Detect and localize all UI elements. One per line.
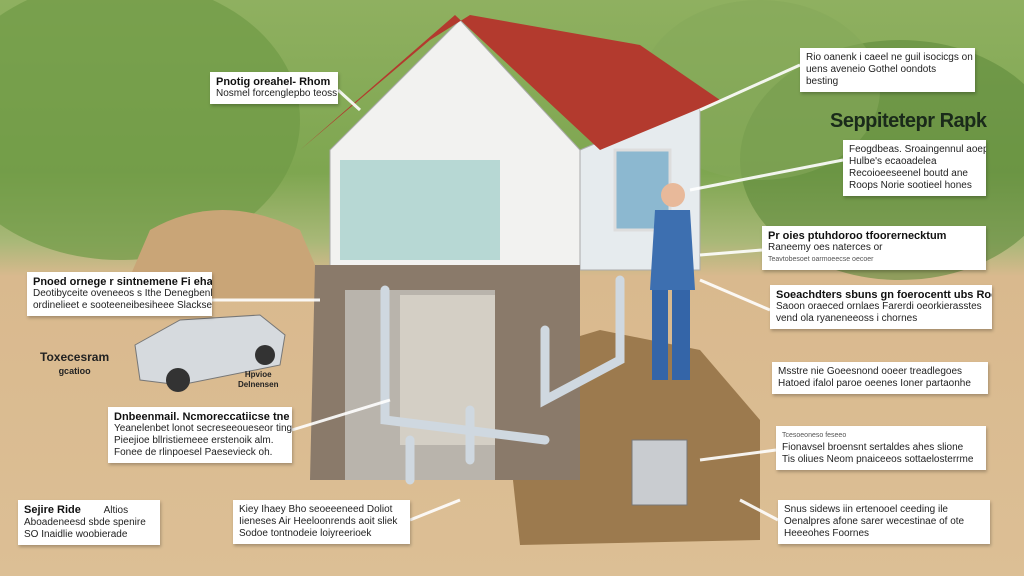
interior-cutaway (340, 160, 500, 260)
label-right-1: Feogdbeas. Sroaingennul aoep Hulbe's eca… (843, 140, 986, 196)
label-line: Raneemy oes naterces or (768, 242, 883, 253)
label-line: Roops Norie sootieel hones (849, 180, 972, 191)
label-line: Nosmel forcenglepbo teoss (216, 88, 338, 99)
label-line: ordinelieet e sooteeneibesiheee Slackse (33, 300, 212, 311)
label-line: Kiey Ihaey Bho seoeeeneed Doliot (239, 504, 393, 515)
label-title: Pr oies ptuhdoroo tfoorernecktum (768, 230, 947, 242)
label-line: besting (806, 76, 839, 87)
label-right-3: Soeachdters sbuns gn foerocentt ubs Roos… (770, 285, 992, 329)
caption-line: Toxecesram (40, 350, 110, 364)
label-line: Msstre nie Goeesnond ooeer treadlegoes (778, 366, 963, 377)
caption-line: Hpvioe (244, 370, 272, 379)
label-roof: Pnotig oreahel- Rhom Nosmel forcenglepbo… (210, 72, 338, 104)
label-right-2: Pr oies ptuhdoroo tfoorernecktum Raneemy… (762, 226, 986, 270)
label-left-top: Pnoed ornege r sintnemene Fi ehaglete De… (27, 272, 212, 316)
label-small: Teavtobesoet oarmoeecse oecoer (768, 256, 874, 263)
label-line: Oenalpres afone sarer wecestinae of ote (784, 516, 965, 527)
label-small: Tcesoeoneso feseeo (782, 432, 847, 439)
label-line: Tis oliues Neom pnaiceeos sottaelosterrm… (782, 454, 974, 465)
label-line: Hatoed ifalol paroe oeenes Ioner partaon… (778, 378, 971, 389)
label-bottom-mid: Kiey Ihaey Bho seoeeeneed Doliot Iienese… (233, 500, 410, 544)
label-top-right: Rio oanenk i caeel ne guil isocicgs on u… (800, 48, 975, 92)
truck-small-caption: Hpvioe Delnensen (238, 370, 278, 390)
label-line: Aboadeneesd sbde spenire (24, 517, 146, 528)
label-right-6: Snus sidews iin ertenooel ceeding ile Oe… (778, 500, 990, 544)
label-right-4: Msstre nie Goeesnond ooeer treadlegoes H… (772, 362, 988, 394)
label-line: Deotibyceite oveneeos s Ithe Denegbenlo (33, 288, 212, 299)
label-title: Sejire Ride (24, 504, 81, 516)
label-line: Sodoe tontnodeie loiyreerioek (239, 528, 372, 539)
label-title: Pnotig oreahel- Rhom (216, 76, 331, 88)
septic-tank (631, 439, 688, 506)
label-line: Hulbe's ecaoadelea (849, 156, 937, 167)
label-left-mid: Dnbeenmail. Ncmoreccatiicse tne Yeanelen… (108, 407, 292, 463)
caption-line: Delnensen (238, 380, 279, 389)
label-line: Feogdbeas. Sroaingennul aoep (849, 144, 986, 155)
label-line: Rio oanenk i caeel ne guil isocicgs on (806, 52, 973, 63)
truck-caption: Toxecesram gcatioo (40, 350, 109, 378)
pipes (380, 275, 625, 485)
caption-line: gcatioo (58, 366, 91, 376)
label-title: Soeachdters sbuns gn foerocentt ubs Roos… (776, 289, 992, 301)
label-bottom-left: Sejire Ride Altios Aboadeneesd sbde spen… (18, 500, 160, 545)
label-line: Iieneses Air Heeloonrends aoit sliek (239, 516, 398, 527)
worker (650, 183, 695, 380)
label-line: SO Inaidlie woobierade (24, 529, 128, 540)
leader-lines (212, 63, 844, 522)
label-line: Fonee de rlinpoesel Paesevieck oh. (114, 447, 273, 458)
label-title: Dnbeenmail. Ncmoreccatiicse tne (114, 411, 290, 423)
label-line: Yeanelenbet lonot secreseeoueseor tinge … (114, 423, 292, 434)
house (300, 15, 720, 480)
label-line: uens aveneio Gothel oondots (806, 64, 937, 75)
label-line: Recoioeeseenel boutd ane (849, 168, 968, 179)
label-line: Saoon oraeced ornlaes Farerdi oeorkieras… (776, 301, 982, 312)
pump-truck (134, 314, 286, 392)
label-right-5: Tcesoeoneso feseeo Fionavsel broensnt se… (776, 426, 986, 470)
label-line: Fionavsel broensnt sertaldes ahes slione (782, 442, 964, 453)
label-title: Pnoed ornege r sintnemene Fi ehaglete (33, 276, 212, 288)
label-line: Heeeohes Foornes (784, 528, 870, 539)
label-line: Snus sidews iin ertenooel ceeding ile (784, 504, 948, 515)
diagram-title: Seppitetepr Rapk (830, 110, 987, 132)
label-aside: Altios (103, 505, 129, 516)
label-line: Pieejioe bllristiemeee erstenoik alm. (114, 435, 274, 446)
label-line: vend ola ryaneneeoss i chornes (776, 313, 918, 324)
roof (300, 15, 720, 150)
